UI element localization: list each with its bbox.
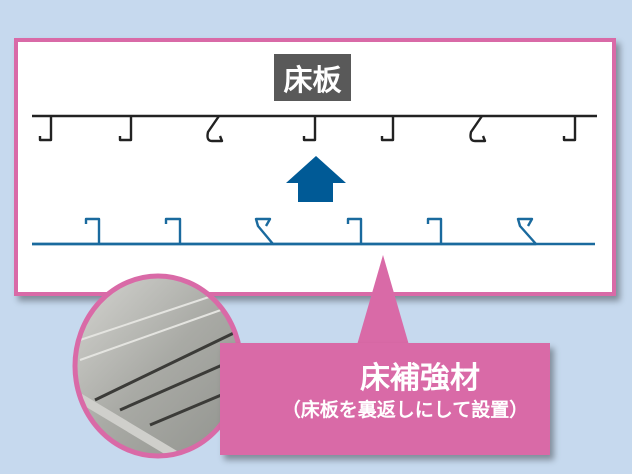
- floor-plate-profile: [32, 114, 597, 143]
- callout-subtitle: （床板を裏返しにして設置）: [281, 399, 529, 421]
- callout-pointer: [357, 255, 409, 345]
- up-arrow-icon: [286, 156, 346, 202]
- callout-title: 床補強材: [360, 361, 480, 396]
- reinforcement-profile: [32, 217, 595, 246]
- callout-box: 床補強材 （床板を裏返しにして設置）: [220, 343, 550, 455]
- reinforcement-photo: [75, 276, 241, 456]
- floor-plate-label: 床板: [274, 54, 351, 101]
